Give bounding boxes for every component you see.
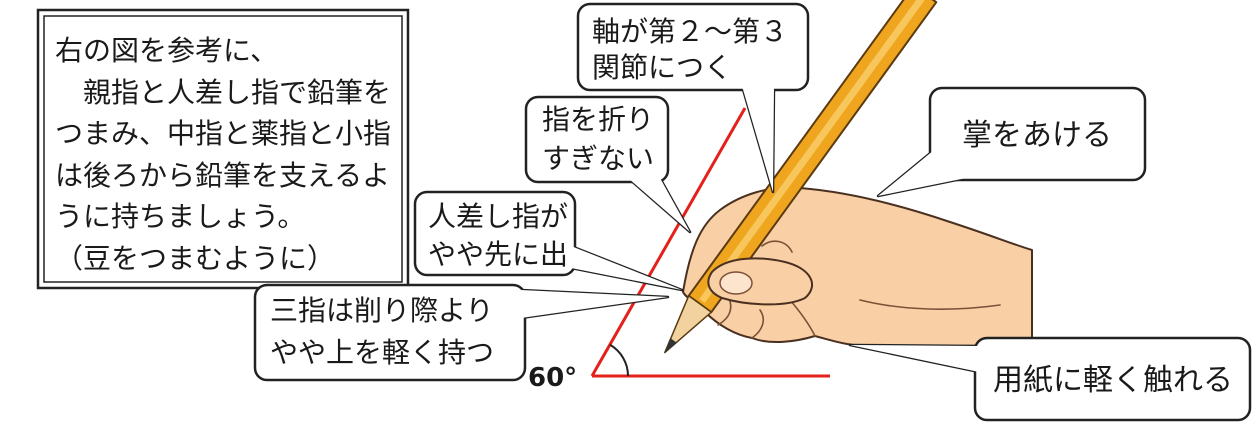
callout-tail-cover <box>878 150 976 196</box>
pencil-highlight <box>699 0 925 304</box>
callout-dont-bend-fingers: 指を折り すぎない <box>524 95 692 234</box>
instruction-line-5: うに持ちましょう。 <box>55 200 305 233</box>
callout-shaft-on-joints: 軸が第２～第３ 関節につく <box>576 2 810 194</box>
instruction-line-6: （豆をつまむように） <box>55 242 335 275</box>
ring-finger-line <box>789 299 816 337</box>
callout-line-1: 人差し指が <box>428 200 568 233</box>
callout-tail-cover <box>521 290 668 318</box>
callout-line-2: やや先に出 <box>428 238 568 271</box>
callout-bubble <box>524 95 670 184</box>
callout-line-1: 軸が第２～第３ <box>592 15 788 48</box>
pencil-lead <box>664 338 677 353</box>
callout-tail-cover <box>571 246 682 290</box>
callout-bubble <box>973 336 1252 422</box>
callout-open-palm: 掌をあける <box>876 86 1147 198</box>
callout-line-2: 関節につく <box>592 51 732 84</box>
callout-line-2: すぎない <box>542 142 654 175</box>
callout-touch-paper: 用紙に軽く触れる <box>848 336 1252 422</box>
pencil-illustration <box>664 0 938 354</box>
thumb-illustration <box>707 257 814 306</box>
callout-tail-cover <box>742 86 774 192</box>
thumb-nail <box>719 271 753 295</box>
callout-three-fingers: 三指は削り際より やや上を軽く持つ <box>253 283 670 382</box>
callout-line-1: 用紙に軽く触れる <box>993 363 1233 398</box>
callout-line-1: 三指は削り際より <box>270 294 493 327</box>
knuckle-line <box>761 240 793 253</box>
instruction-line-4: は後ろから鉛筆を支えるよ <box>55 159 390 192</box>
callout-tail-cover <box>628 178 690 232</box>
instruction-box-inner-border <box>43 15 403 283</box>
middle-finger-line <box>751 309 764 339</box>
instruction-line-2: 親指と人差し指で鉛筆を <box>55 76 391 109</box>
angle-label: 60° <box>528 363 577 393</box>
callout-bubble <box>928 86 1147 182</box>
callout-tail-cover <box>850 345 979 372</box>
instruction-box-outer-border <box>36 8 410 290</box>
instruction-box: 右の図を参考に、 親指と人差し指で鉛筆を つまみ、中指と薬指と小指 は後ろから鉛… <box>36 8 410 290</box>
angle-slant-line <box>590 107 747 377</box>
palm-crease-line <box>859 299 1001 310</box>
callout-bubble <box>413 190 577 277</box>
callout-line-1: 指を折り <box>542 103 654 136</box>
callout-index-forward: 人差し指が やや先に出 <box>413 190 684 292</box>
callout-bubble <box>576 2 810 92</box>
instruction-line-3: つまみ、中指と薬指と小指 <box>55 117 391 150</box>
callout-line-1: 掌をあける <box>962 118 1112 153</box>
angle-arc <box>609 343 630 377</box>
angle-guide: 60° <box>528 107 830 393</box>
callout-line-2: やや上を軽く持つ <box>270 336 494 369</box>
callout-bubble <box>253 283 527 382</box>
instruction-line-1: 右の図を参考に、 <box>55 34 278 67</box>
pencil-wood-tip <box>664 295 713 354</box>
